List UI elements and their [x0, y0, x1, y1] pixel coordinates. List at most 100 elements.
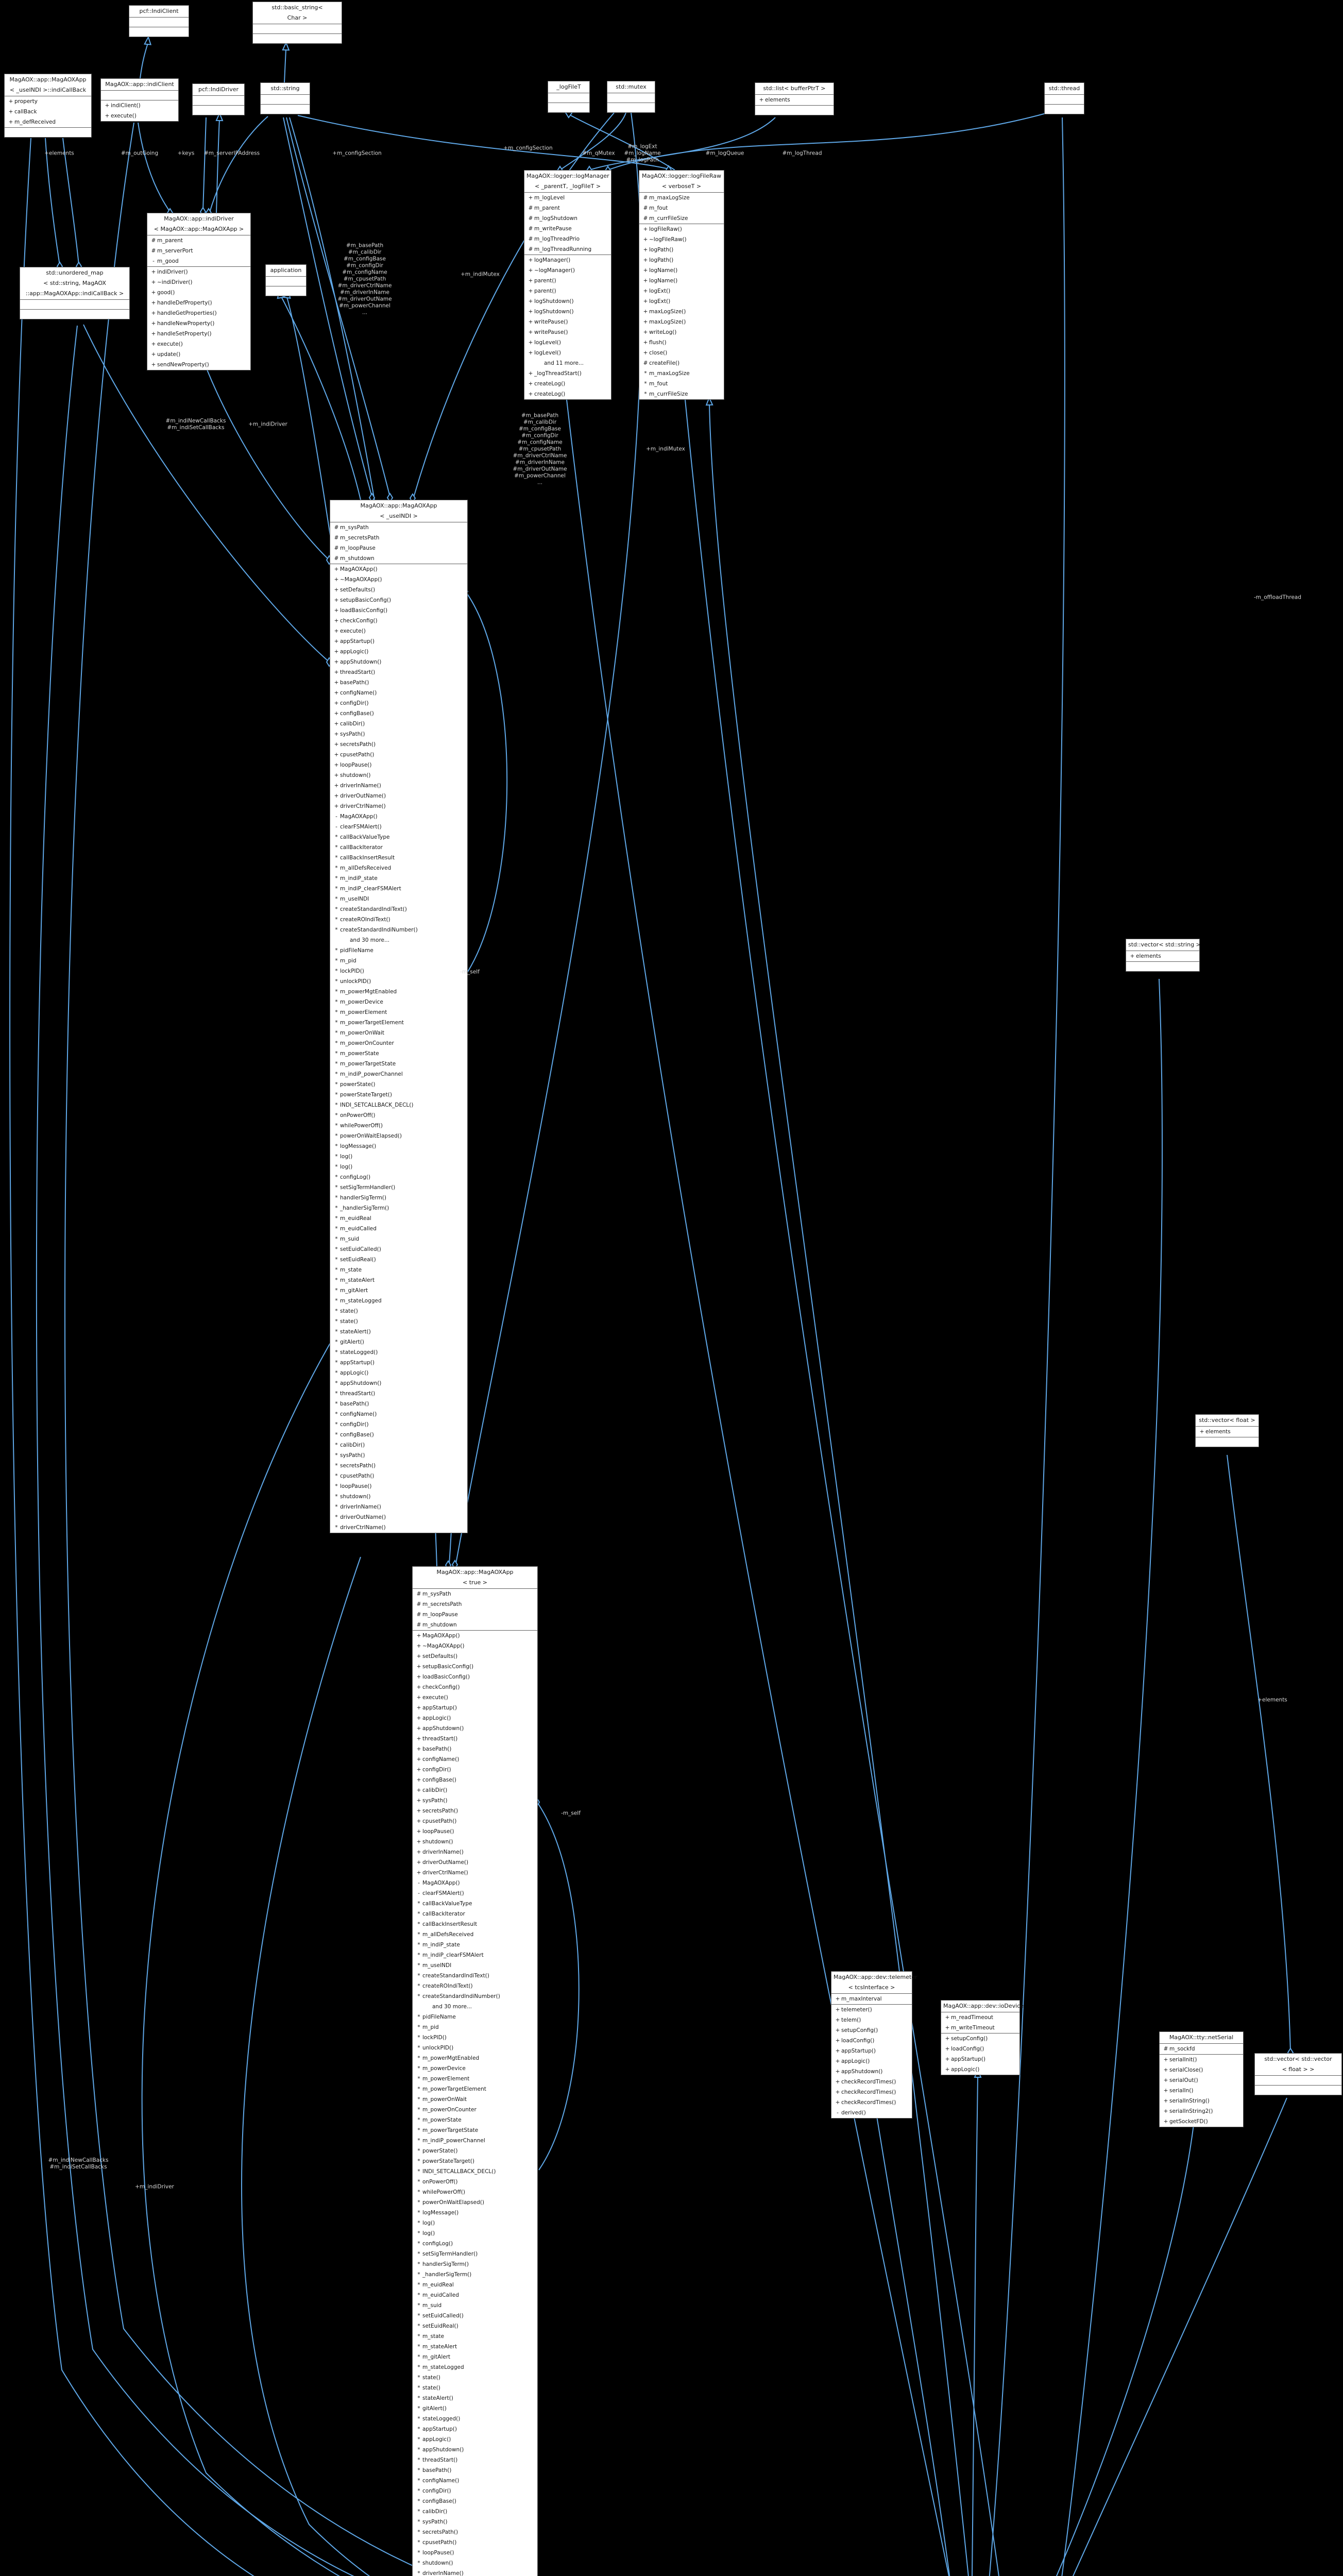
member-name: execute() — [111, 113, 137, 119]
class-node-magaoxapp-true[interactable]: MagAOX::app::MagAOXApp< true >#m_sysPath… — [412, 1566, 538, 2576]
member-name: maxLogSize() — [649, 319, 686, 325]
visibility-symbol: * — [335, 834, 338, 840]
class-node-std-vector-vector-float[interactable]: std::vector< std::vector< float > > — [1254, 2053, 1342, 2095]
visibility-symbol: # — [151, 238, 156, 244]
edge-label: +elements — [44, 150, 74, 157]
member-section — [5, 127, 91, 137]
class-node-dev-iodevice[interactable]: MagAOX::app::dev::ioDevice+m_readTimeout… — [941, 2000, 1024, 2075]
visibility-symbol: + — [528, 278, 533, 284]
member-name: _handlerSigTerm() — [422, 2272, 472, 2278]
member-name: logLevel() — [534, 340, 561, 346]
visibility-symbol: + — [835, 2089, 840, 2095]
class-node-std-basic-string[interactable]: std::basic_string<Char > — [252, 2, 342, 44]
member-name: m_powerTargetState — [340, 1061, 396, 1067]
class-node-magaoxapp-useindi[interactable]: MagAOX::app::MagAOXApp< _useINDI >#m_sys… — [330, 500, 468, 1533]
member-name: writePause() — [534, 319, 568, 325]
visibility-symbol: + — [1163, 2088, 1168, 2094]
member-name: ~logFileRaw() — [649, 236, 687, 243]
class-node-std-thread[interactable]: std::thread — [1044, 82, 1084, 114]
class-node-logmanager[interactable]: MagAOX::logger::logManager< _parentT, _l… — [524, 170, 611, 400]
member-name: handleDefProperty() — [157, 300, 212, 306]
relation-edge — [1061, 978, 1163, 2576]
member-name: m_indiP_powerChannel — [340, 1071, 403, 1077]
visibility-symbol: * — [417, 2210, 420, 2216]
visibility-symbol: - — [418, 1890, 420, 1896]
class-node-magaox-app-indidriver[interactable]: MagAOX::app::indiDriver< MagAOX::app::Ma… — [147, 213, 251, 370]
class-node-std-vector-string[interactable]: std::vector< std::string >+elements — [1126, 939, 1201, 972]
member-name: m_powerOnCounter — [340, 1040, 394, 1046]
member-row: *m_gitAlert — [413, 2352, 537, 2362]
member-name: configBase() — [340, 710, 374, 717]
class-node-application[interactable]: application — [265, 264, 307, 296]
class-node-dev-telemeter[interactable]: MagAOX::app::dev::telemeter< tcsInterfac… — [831, 1971, 917, 2119]
member-name: appLogic() — [841, 2058, 870, 2064]
class-node-logfileraw[interactable]: MagAOX::logger::logFileRaw< verboseT >#m… — [639, 170, 724, 400]
member-row: +loadBasicConfig() — [413, 1672, 537, 1682]
member-name: loadBasicConfig() — [422, 1674, 470, 1680]
relation-edge — [589, 117, 776, 171]
member-row: *m_powerElement — [413, 2074, 537, 2084]
member-name: loopPause() — [340, 762, 372, 768]
visibility-symbol: * — [335, 1349, 338, 1355]
visibility-symbol: # — [416, 1622, 421, 1628]
member-name: elements — [1136, 953, 1161, 959]
visibility-symbol: * — [335, 1411, 338, 1417]
member-name: secretsPath() — [340, 741, 376, 748]
class-node-std-list-bufferptrt[interactable]: std::list< bufferPtrT >+elements — [755, 82, 834, 115]
member-name: handlerSigTerm() — [340, 1195, 386, 1201]
member-row: +property — [5, 96, 91, 107]
member-name: appLogic() — [340, 1370, 369, 1376]
member-name: configBase() — [422, 2498, 456, 2504]
class-node-std-string[interactable]: std::string — [260, 82, 310, 114]
member-name: logName() — [649, 267, 678, 274]
member-name: createROIndiText() — [422, 1983, 473, 1989]
visibility-symbol: * — [417, 2292, 420, 2298]
member-name: appLogic() — [422, 1715, 451, 1721]
member-row: +elements — [1126, 951, 1199, 961]
visibility-symbol: - — [418, 1880, 420, 1886]
member-name: threadStart() — [422, 1736, 458, 1742]
visibility-symbol: + — [643, 288, 648, 294]
relation-edge — [1072, 2097, 1287, 2576]
visibility-symbol: * — [335, 1040, 338, 1046]
member-row: *stateLogged() — [330, 1347, 467, 1358]
member-name: driverInName() — [422, 2570, 464, 2576]
member-row: *m_suid — [330, 1234, 467, 1244]
class-node-std-vector-float[interactable]: std::vector< float >+elements — [1195, 1414, 1259, 1447]
visibility-symbol: * — [417, 2189, 420, 2195]
class-node-pcf-indiclient[interactable]: pcf::IndiClient — [129, 5, 189, 37]
member-row: -clearFSMAlert() — [413, 1888, 537, 1899]
class-node-std-unordered-map[interactable]: std::unordered_map< std::string, MagAOX:… — [20, 267, 130, 319]
member-name: logPath() — [649, 257, 674, 263]
visibility-symbol: * — [417, 1983, 420, 1989]
visibility-symbol: + — [416, 1828, 421, 1835]
class-node-std-mutex[interactable]: std::mutex — [607, 81, 655, 113]
member-row: *m_allDefsReceived — [330, 863, 467, 873]
member-name: property — [14, 98, 38, 105]
class-node-pcf-indidriver[interactable]: pcf::IndiDriver — [192, 83, 245, 115]
member-name: writePause() — [534, 329, 568, 335]
visibility-symbol: + — [835, 2079, 840, 2085]
member-section: +elements — [1126, 951, 1199, 961]
visibility-symbol: + — [334, 783, 339, 789]
member-row: +serialClose() — [1160, 2065, 1243, 2075]
member-row: *m_indiP_clearFSMAlert — [413, 1950, 537, 1960]
member-name: handleSetProperty() — [157, 331, 212, 337]
visibility-symbol: * — [644, 370, 647, 377]
member-row: *configName() — [330, 1409, 467, 1419]
member-name: m_state — [340, 1267, 362, 1273]
member-name: configBase() — [340, 1432, 374, 1438]
visibility-symbol: * — [335, 1267, 338, 1273]
member-row: +setDefaults() — [330, 585, 467, 595]
visibility-symbol: * — [335, 1184, 338, 1191]
member-row: +sysPath() — [413, 1795, 537, 1806]
member-section — [266, 286, 306, 296]
class-node-magaox-app-indiclient[interactable]: MagAOX::app::indiClient+indiClient()+exe… — [100, 78, 179, 122]
class-node-title: std::unordered_map< std::string, MagAOX:… — [25, 269, 124, 297]
visibility-symbol: * — [335, 1524, 338, 1531]
class-node-logfilet[interactable]: _logFileT — [548, 81, 590, 113]
member-row: *createStandardIndiNumber() — [330, 925, 467, 935]
visibility-symbol: * — [335, 1092, 338, 1098]
class-node-indicallback[interactable]: MagAOX::app::MagAOXApp< _useINDI >::indi… — [4, 74, 92, 138]
class-node-tty-netserial[interactable]: MagAOX::tty::netSerial#m_sockfd+serialIn… — [1159, 2031, 1244, 2127]
